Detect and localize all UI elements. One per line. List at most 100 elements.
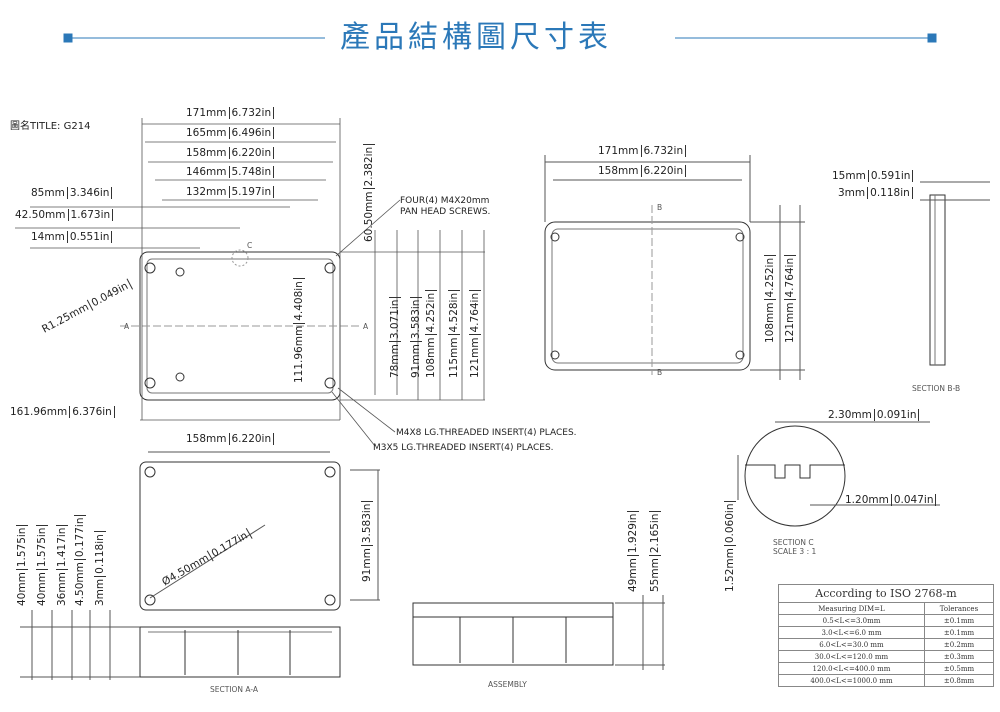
dim-in: 3.071in [389, 296, 401, 343]
header-rule [63, 33, 937, 43]
table-row: 6.0<L<=30.0 mm±0.2mm [778, 638, 995, 651]
dim-in: 0.047in [890, 494, 937, 506]
dim-assembly: 49mm1.929in [627, 510, 640, 592]
dim-mm: 40mm [16, 572, 28, 606]
drawing-title: 圖名TITLE: G214 [10, 121, 91, 132]
dim-in: 0.118in [867, 187, 913, 199]
dim-mm: 4.50mm [74, 562, 86, 606]
section-aa-view [20, 610, 341, 680]
dim-mm: 158mm [186, 433, 227, 445]
top-view-box [120, 249, 360, 401]
section-c-view [737, 421, 940, 527]
dim-in: 0.177in [74, 514, 86, 561]
right-view [544, 155, 805, 380]
dim-in: 4.252in [764, 254, 776, 301]
dim-mm: 171mm [186, 107, 227, 119]
range-cell: 400.0<L<=1000.0 mm [778, 674, 925, 687]
dim-mm: 165mm [186, 127, 227, 139]
dim-mm: 121mm [784, 302, 796, 344]
dim-mm: 49mm [627, 558, 639, 592]
dim-height-78: 78mm3.071in [389, 296, 402, 378]
dim-height-115: 115mm4.528in [448, 289, 461, 379]
section-marker-b: B [657, 368, 663, 377]
section-marker-b: B [657, 203, 663, 212]
dim-mm: 108mm [764, 302, 776, 344]
range-cell: 120.0<L<=400.0 mm [778, 662, 925, 675]
column-header: Measuring DIM=L [778, 602, 925, 615]
section-c-label: SECTION C [773, 538, 814, 547]
dim-in: 2.165in [649, 510, 661, 557]
dim-mm: 85mm [31, 187, 65, 199]
dim-mm: 1.20mm [845, 494, 889, 506]
tolerance-cell: ±0.1mm [923, 614, 995, 627]
dim-in: 6.220in [228, 433, 275, 445]
dim-right-height: 121mm4.764in [784, 254, 797, 344]
dim-mm: 78mm [389, 344, 401, 378]
insert-note-m4: M4X8 LG.THREADED INSERT(4) PLACES. [396, 428, 577, 438]
dim-mm: 36mm [56, 572, 68, 606]
dim-mm: 14mm [31, 231, 65, 243]
table-row: 3.0<L<=6.0 mm±0.1mm [778, 626, 995, 639]
dim-section-aa: 40mm1.575in [16, 524, 29, 606]
dim-in: 6.220in [640, 165, 687, 177]
tolerance-cell: ±0.1mm [923, 626, 995, 639]
dim-mm: 115mm [448, 337, 460, 379]
dim-in: 0.591in [867, 170, 914, 182]
dim-mm: 3mm [94, 578, 106, 606]
dim-inner-height: 111.96mm4.408in [293, 278, 306, 383]
dim-in: 4.408in [293, 278, 305, 324]
dim-mm: 132mm [186, 186, 227, 198]
dim-in: 5.748in [228, 166, 275, 178]
range-cell: 6.0<L<=30.0 mm [778, 638, 925, 651]
dim-mm: 158mm [186, 147, 227, 159]
dim-mm: 171mm [598, 145, 639, 157]
dim-in: 6.732in [640, 145, 687, 157]
dim-mm: 146mm [186, 166, 227, 178]
tolerance-cell: ±0.8mm [923, 674, 995, 687]
dim-in: 5.197in [228, 186, 275, 198]
dim-mm: 3mm [838, 187, 866, 199]
dim-mm: 2.30mm [828, 409, 872, 421]
top-view-dim-lines [15, 118, 485, 447]
dim-mm: 55mm [649, 558, 661, 592]
dim-height-121: 121mm4.764in [469, 289, 482, 379]
dim-in: 3.346in [66, 187, 113, 199]
dim-mm: 15mm [832, 170, 866, 182]
note-line: PAN HEAD SCREWS. [400, 207, 491, 217]
dim-in: 4.528in [448, 289, 460, 336]
dim-mm: 121mm [469, 337, 481, 379]
dim-lid-height: 91mm3.583in [361, 500, 374, 582]
table-row: 0.5<L<=3.0mm±0.1mm [778, 614, 995, 627]
tolerance-cell: ±0.2mm [923, 638, 995, 651]
dim-mm: 161.96mm [10, 406, 68, 418]
insert-note-m3: M3X5 LG.THREADED INSERT(4) PLACES. [373, 443, 554, 453]
detail-marker-c: C [247, 241, 253, 250]
dim-in: 1.929in [627, 510, 639, 557]
dim-in: 3.583in [361, 500, 373, 547]
dim-in: 6.376in [69, 406, 115, 418]
dim-section-aa: 40mm1.575in [36, 524, 49, 606]
section-bb-view [920, 181, 990, 366]
dim-height-108: 108mm4.252in [425, 289, 438, 379]
dim-in: 2.382in [363, 143, 375, 190]
dim-mm: 108mm [425, 337, 437, 379]
dim-in: 4.764in [469, 289, 481, 336]
tolerance-cell: ±0.3mm [923, 650, 995, 663]
dim-in: 1.575in [36, 524, 48, 571]
table-row: 30.0<L<=120.0 mm±0.3mm [778, 650, 995, 663]
range-cell: 0.5<L<=3.0mm [778, 614, 925, 627]
